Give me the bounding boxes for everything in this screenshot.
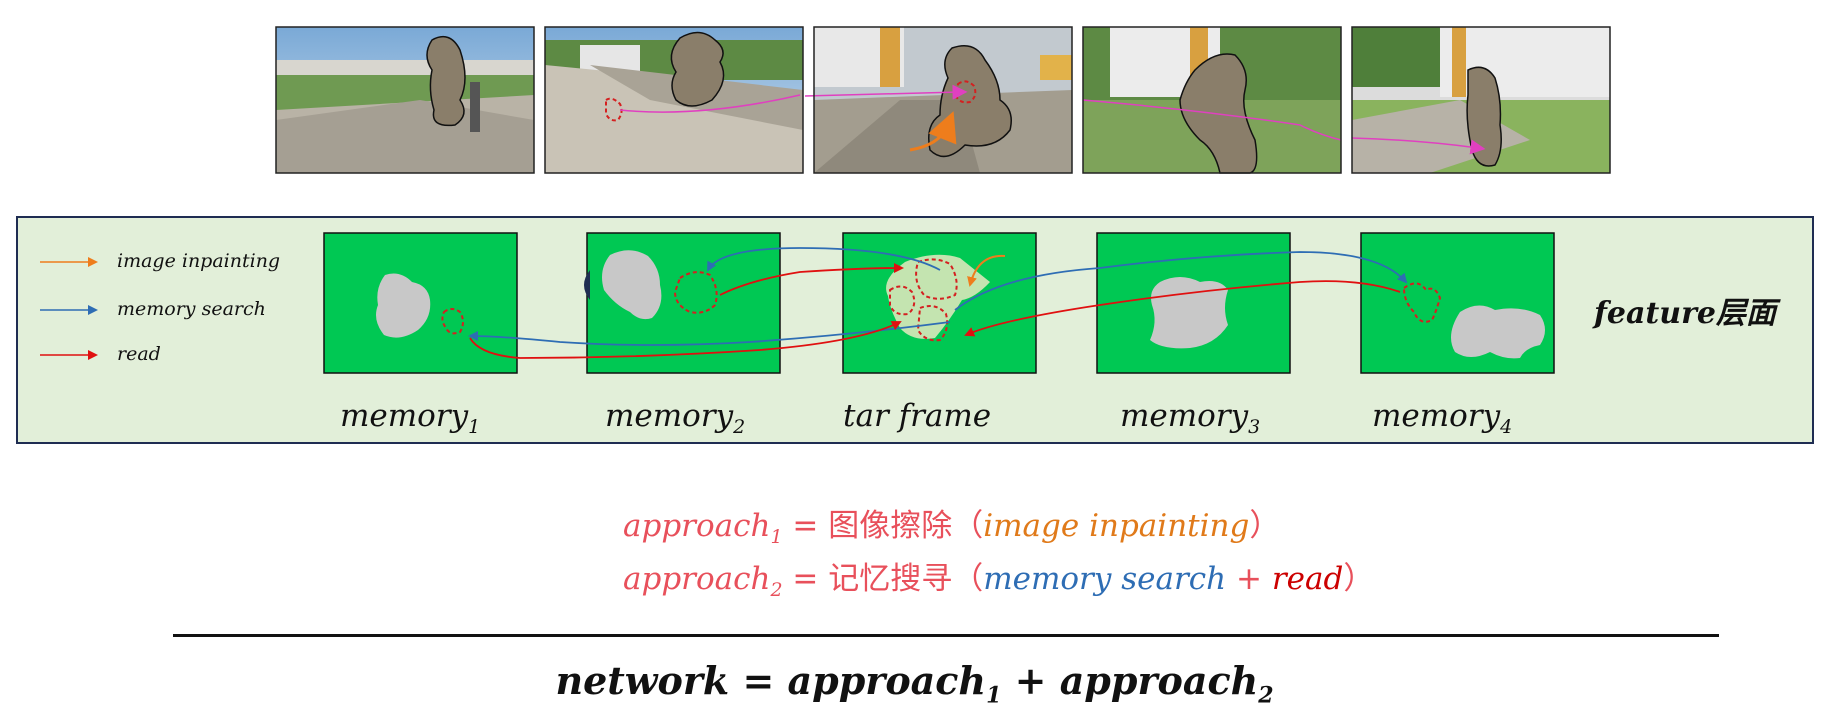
dashed-region xyxy=(441,308,464,335)
photo-frame-1 xyxy=(275,26,535,174)
photo-frame-4 xyxy=(1082,26,1342,174)
divider-line xyxy=(173,634,1719,637)
dashed-region xyxy=(673,271,718,314)
legend-search-label: memory search xyxy=(117,298,266,320)
approach-1-equation: approach1 = 图像擦除（image inpainting） xyxy=(623,508,1281,549)
search-arrow xyxy=(468,321,951,346)
caption-memory-1: memory1 xyxy=(340,398,481,439)
read-arrow xyxy=(964,280,1401,337)
inpaint-arrow xyxy=(967,254,1006,287)
gray-region xyxy=(602,250,662,320)
caption-target-frame: tar frame xyxy=(843,398,992,434)
caption-memory-2: memory2 xyxy=(605,398,746,439)
photo-frame-2 xyxy=(544,26,804,174)
caption-memory-4: memory4 xyxy=(1372,398,1513,439)
gray-region xyxy=(1451,305,1545,359)
network-equation: network = approach1 + approach2 xyxy=(555,658,1274,709)
read-arrow xyxy=(719,263,904,296)
dashed-region xyxy=(889,285,916,316)
photo-frame-5 xyxy=(1351,26,1611,174)
legend-inpainting-label: image inpainting xyxy=(117,250,281,272)
caption-memory-3: memory3 xyxy=(1120,398,1261,439)
feature-diagram xyxy=(40,232,1555,374)
search-arrow xyxy=(954,251,1408,311)
gray-region xyxy=(376,273,431,338)
search-arrow xyxy=(707,247,941,272)
feature-level-label: feature层面 xyxy=(1594,296,1776,331)
read-arrow xyxy=(469,321,902,359)
gray-region xyxy=(1150,277,1228,349)
dashed-region xyxy=(1402,282,1442,323)
inpainted-region xyxy=(886,254,990,339)
approach-2-equation: approach2 = 记忆搜寻（memory search + read） xyxy=(623,561,1375,602)
photo-strip xyxy=(275,26,1611,174)
legend-read-label: read xyxy=(117,343,161,365)
photo-frame-3 xyxy=(804,26,1073,174)
dashed-region xyxy=(915,258,958,300)
dashed-region xyxy=(916,305,949,342)
